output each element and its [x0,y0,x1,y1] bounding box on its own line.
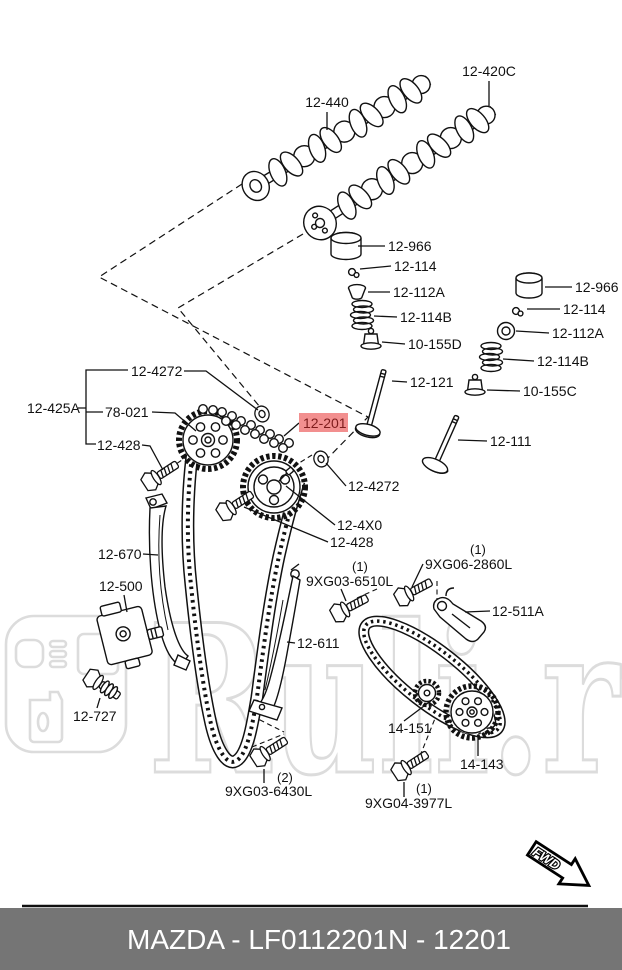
part-label-12-440[interactable]: 12-440 [305,94,349,110]
part-label-12-670[interactable]: 12-670 [98,546,142,562]
valve-seal-10-155C [464,373,486,396]
chain-links-top-span [197,404,295,454]
highlight-box [299,413,348,432]
oil-pump-chain-14-151 [358,615,506,739]
leader-lines [78,81,572,797]
part-label-12-114B-right[interactable]: 12-114B [537,353,589,369]
part-labels: 12-440 12-420C 12-966 12-114 12-112A 12-… [27,63,619,811]
part-label-12-114-right[interactable]: 12-114 [563,301,606,317]
bolt-12-428-upper [138,454,184,495]
part-label-12-500[interactable]: 12-500 [99,578,143,594]
part-label-12-112A-right[interactable]: 12-112A [552,325,605,341]
oil-pump-sprocket-14-143 [443,683,501,741]
valve-stack-left [330,231,387,439]
highlighted-part-number[interactable]: 12-201 [303,415,347,431]
part-label-9XG03-6430L[interactable]: 9XG03-6430L [225,783,312,799]
footer-part-reference: MAZDA - LF0112201 [127,924,388,955]
part-label-12-966-left[interactable]: 12-966 [388,238,432,254]
valve-keeper-12-114-right [511,306,524,317]
part-label-12-201-highlighted[interactable]: 12-201 [299,413,348,432]
part-label-12-4X0[interactable]: 12-4X0 [337,517,382,533]
fwd-arrow-icon [525,839,592,887]
footer-bar: MAZDA - LF0112201 N - 12201 [0,908,622,970]
tensioner-arm-12-511A [432,587,487,643]
part-label-12-425A[interactable]: 12-425A [27,400,81,416]
watermark-logo-icon [4,614,128,754]
part-label-12-112A-left[interactable]: 12-112A [393,284,446,300]
camshaft-12-440 [241,74,432,202]
cam-sprocket-78-021 [176,408,240,472]
part-label-12-4272-lower[interactable]: 12-4272 [348,478,400,494]
part-label-12-114B-left[interactable]: 12-114B [400,309,452,325]
part-label-9XG06-2860L[interactable]: 9XG06-2860L [425,556,512,572]
part-label-12-4272-upper[interactable]: 12-4272 [131,363,183,379]
part-label-9XG04-3977L[interactable]: 9XG04-3977L [365,795,452,811]
valve-12-121 [354,369,387,439]
camshaft-12-420C [302,105,497,241]
chain-guide-12-670 [145,493,191,671]
valve-spring-12-114B-right [478,341,504,373]
part-label-12-727[interactable]: 12-727 [73,708,117,724]
part-label-78-021[interactable]: 78-021 [105,404,149,420]
part-label-12-611[interactable]: 12-611 [297,635,340,651]
watermark-text: Ruli.ru [148,580,622,821]
watermark: Ruli.ru [4,579,622,823]
qty-label-9XG03-6430L: (2) [277,770,293,785]
spring-retainer-12-112A-left [347,283,367,300]
valve-12-111 [421,414,460,474]
part-label-12-966-right[interactable]: 12-966 [575,279,619,295]
part-label-9XG03-6510L[interactable]: 9XG03-6510L [306,573,393,589]
washer-12-4272-lower [311,448,331,470]
part-label-12-511A[interactable]: 12-511A [492,603,545,619]
chain-guide-12-611 [248,563,301,721]
part-label-10-155C[interactable]: 10-155C [523,383,577,399]
part-label-12-114-left[interactable]: 12-114 [394,258,437,274]
crank-sprocket-small [412,678,442,708]
footer-catalog-number: N - 12201 [388,924,511,955]
footer-background [0,908,622,970]
tappet-12-966-right [515,272,543,299]
valve-keeper-12-114-left [347,267,360,279]
part-label-12-428-upper[interactable]: 12-428 [97,437,141,453]
chain-tensioner-12-500 [96,601,165,670]
part-label-10-155D[interactable]: 10-155D [408,336,462,352]
part-label-12-428-lower[interactable]: 12-428 [330,534,374,550]
part-label-14-143[interactable]: 14-143 [460,756,504,772]
qty-label-9XG06-2860L: (1) [470,542,486,557]
valve-stack-right [421,272,543,474]
valve-spring-12-114B-left [349,299,375,331]
part-label-12-420C[interactable]: 12-420C [462,63,516,79]
part-label-12-121[interactable]: 12-121 [410,374,454,390]
tappet-12-966-left [330,231,362,261]
fwd-direction-badge: FWD [525,839,592,887]
timing-chain-12-201 [181,422,306,769]
qty-label-9XG03-6510L: (1) [352,559,368,574]
qty-label-9XG04-3977L: (1) [416,781,432,796]
valve-seal-10-155D [360,327,382,350]
bolt-12-727 [80,665,126,706]
part-label-12-111[interactable]: 12-111 [490,433,532,449]
washer-12-4272-upper [252,403,272,425]
spring-retainer-12-112A-right [496,321,516,341]
part-label-14-151[interactable]: 14-151 [388,720,432,736]
vvt-actuator-12-4X0 [240,453,308,521]
